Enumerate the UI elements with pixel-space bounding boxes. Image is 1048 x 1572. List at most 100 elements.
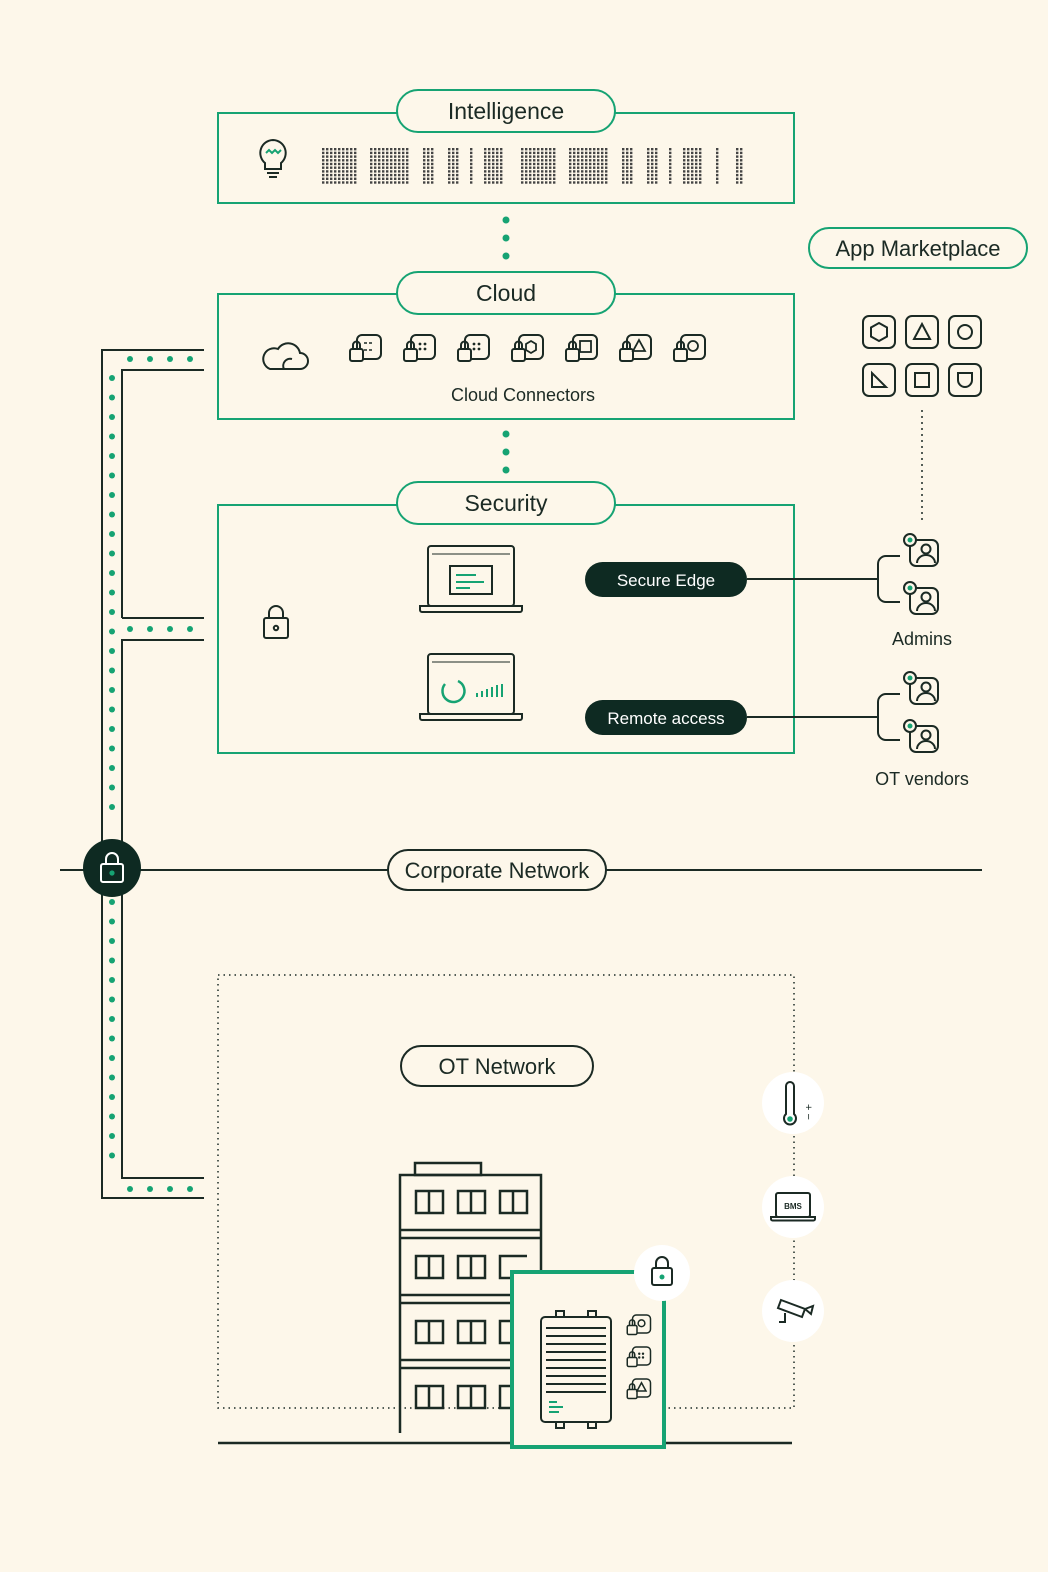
data-bar-dot (687, 177, 690, 180)
data-bar-dot (669, 177, 672, 180)
data-bar-dot (354, 159, 357, 162)
data-bar-dot (342, 159, 345, 162)
data-bar-dot (330, 177, 333, 180)
data-bar-dot (601, 166, 604, 169)
data-bar-dot (699, 151, 702, 155)
data-bar-dot (601, 173, 604, 177)
data-bar-dot (573, 166, 576, 169)
data-bar-dot (585, 151, 588, 155)
data-bar-dot (427, 166, 430, 169)
trunk-dot (109, 472, 115, 479)
data-bar-dot (597, 155, 600, 158)
data-bar-dot (581, 148, 584, 151)
trunk-dot (109, 492, 115, 498)
data-bar-dot (456, 162, 459, 166)
data-bar-dot (406, 177, 409, 180)
data-bar-dot (484, 166, 487, 169)
data-bar-dot (589, 173, 592, 177)
data-bar-dot (496, 148, 499, 151)
data-bar-dot (431, 170, 434, 173)
data-bar-dot (597, 173, 600, 177)
data-bar-dot (699, 170, 702, 173)
data-bar-dot (533, 173, 536, 177)
data-bar-dot (601, 170, 604, 173)
data-bar-dot (382, 148, 385, 151)
data-bar-dot (370, 162, 373, 166)
data-bar-dot (736, 173, 739, 177)
data-bar-dot (581, 181, 584, 184)
data-bar-dot (374, 166, 377, 169)
data-bar-dot (431, 159, 434, 162)
data-bar-dot (330, 162, 333, 166)
data-bar-dot (390, 170, 393, 173)
data-bar-dot (378, 159, 381, 162)
data-bar-dot (687, 173, 690, 177)
data-bar-dot (398, 170, 401, 173)
data-bar-dot (525, 148, 528, 151)
data-bar-dot (630, 155, 633, 158)
data-bar-dot (394, 151, 397, 155)
data-bar-dot (326, 162, 329, 166)
data-bar-dot (402, 181, 405, 184)
data-bar-dot (488, 166, 491, 169)
laptop-dashboard-icon (419, 653, 523, 721)
data-bar-dot (374, 162, 377, 166)
data-bar-dot (655, 177, 658, 180)
data-bar-dot (622, 151, 625, 155)
data-bar-dot (569, 148, 572, 151)
data-bar-dot (699, 173, 702, 177)
remote-access-pill[interactable]: Remote access (585, 700, 747, 735)
data-bar-dot (569, 166, 572, 169)
data-bar-dot (691, 170, 694, 173)
data-bar-dot (529, 177, 532, 180)
data-bar-dot (521, 151, 524, 155)
data-bar-dot (545, 159, 548, 162)
data-bar-dot (537, 177, 540, 180)
building-window (498, 1254, 527, 1280)
data-bar-dot (338, 173, 341, 177)
data-bar-dot (427, 159, 430, 162)
data-bar-dot (683, 173, 686, 177)
data-bar-dot (549, 148, 552, 151)
data-bar-dot (525, 162, 528, 166)
secure-edge-pill[interactable]: Secure Edge (585, 562, 747, 597)
trunk-dot (109, 1016, 115, 1022)
data-bar-dot (402, 166, 405, 169)
data-bar-dot (452, 170, 455, 173)
data-bar-dot (569, 151, 572, 155)
ot-network-title: OT Network (439, 1054, 557, 1079)
bms-label: BMS (784, 1202, 802, 1211)
trunk-dot (109, 1055, 115, 1061)
trunk-dot (109, 765, 115, 771)
data-bar-dot (386, 151, 389, 155)
data-bar-dot (553, 181, 556, 184)
data-bar-dot (573, 162, 576, 166)
data-bar-dot (651, 166, 654, 169)
trunk-dot (109, 628, 115, 635)
data-bar-dot (669, 151, 672, 155)
data-bar-dot (350, 159, 353, 162)
data-bar-dot (541, 177, 544, 180)
data-bar-dot (691, 173, 694, 177)
data-bar-dot (589, 159, 592, 162)
data-bar-dot (655, 170, 658, 173)
data-bar-dot (740, 148, 743, 151)
data-bar-dot (736, 166, 739, 169)
data-bar-dot (605, 181, 608, 184)
data-bar-dot (549, 151, 552, 155)
data-bar-dot (553, 151, 556, 155)
trunk-dot (109, 1113, 115, 1120)
data-bar-dot (651, 151, 654, 155)
trunk-dot (109, 918, 115, 925)
data-bar-dot (382, 166, 385, 169)
data-bar-dot (423, 151, 426, 155)
data-bar-dot (354, 162, 357, 166)
data-bar-dot (496, 159, 499, 162)
data-bar-dot (386, 173, 389, 177)
data-bar-dot (431, 181, 434, 184)
data-bar-dot (597, 170, 600, 173)
data-bar-dot (452, 181, 455, 184)
data-bar-dot (605, 173, 608, 177)
data-bar-dot (716, 181, 719, 184)
data-bar-dot (630, 148, 633, 151)
